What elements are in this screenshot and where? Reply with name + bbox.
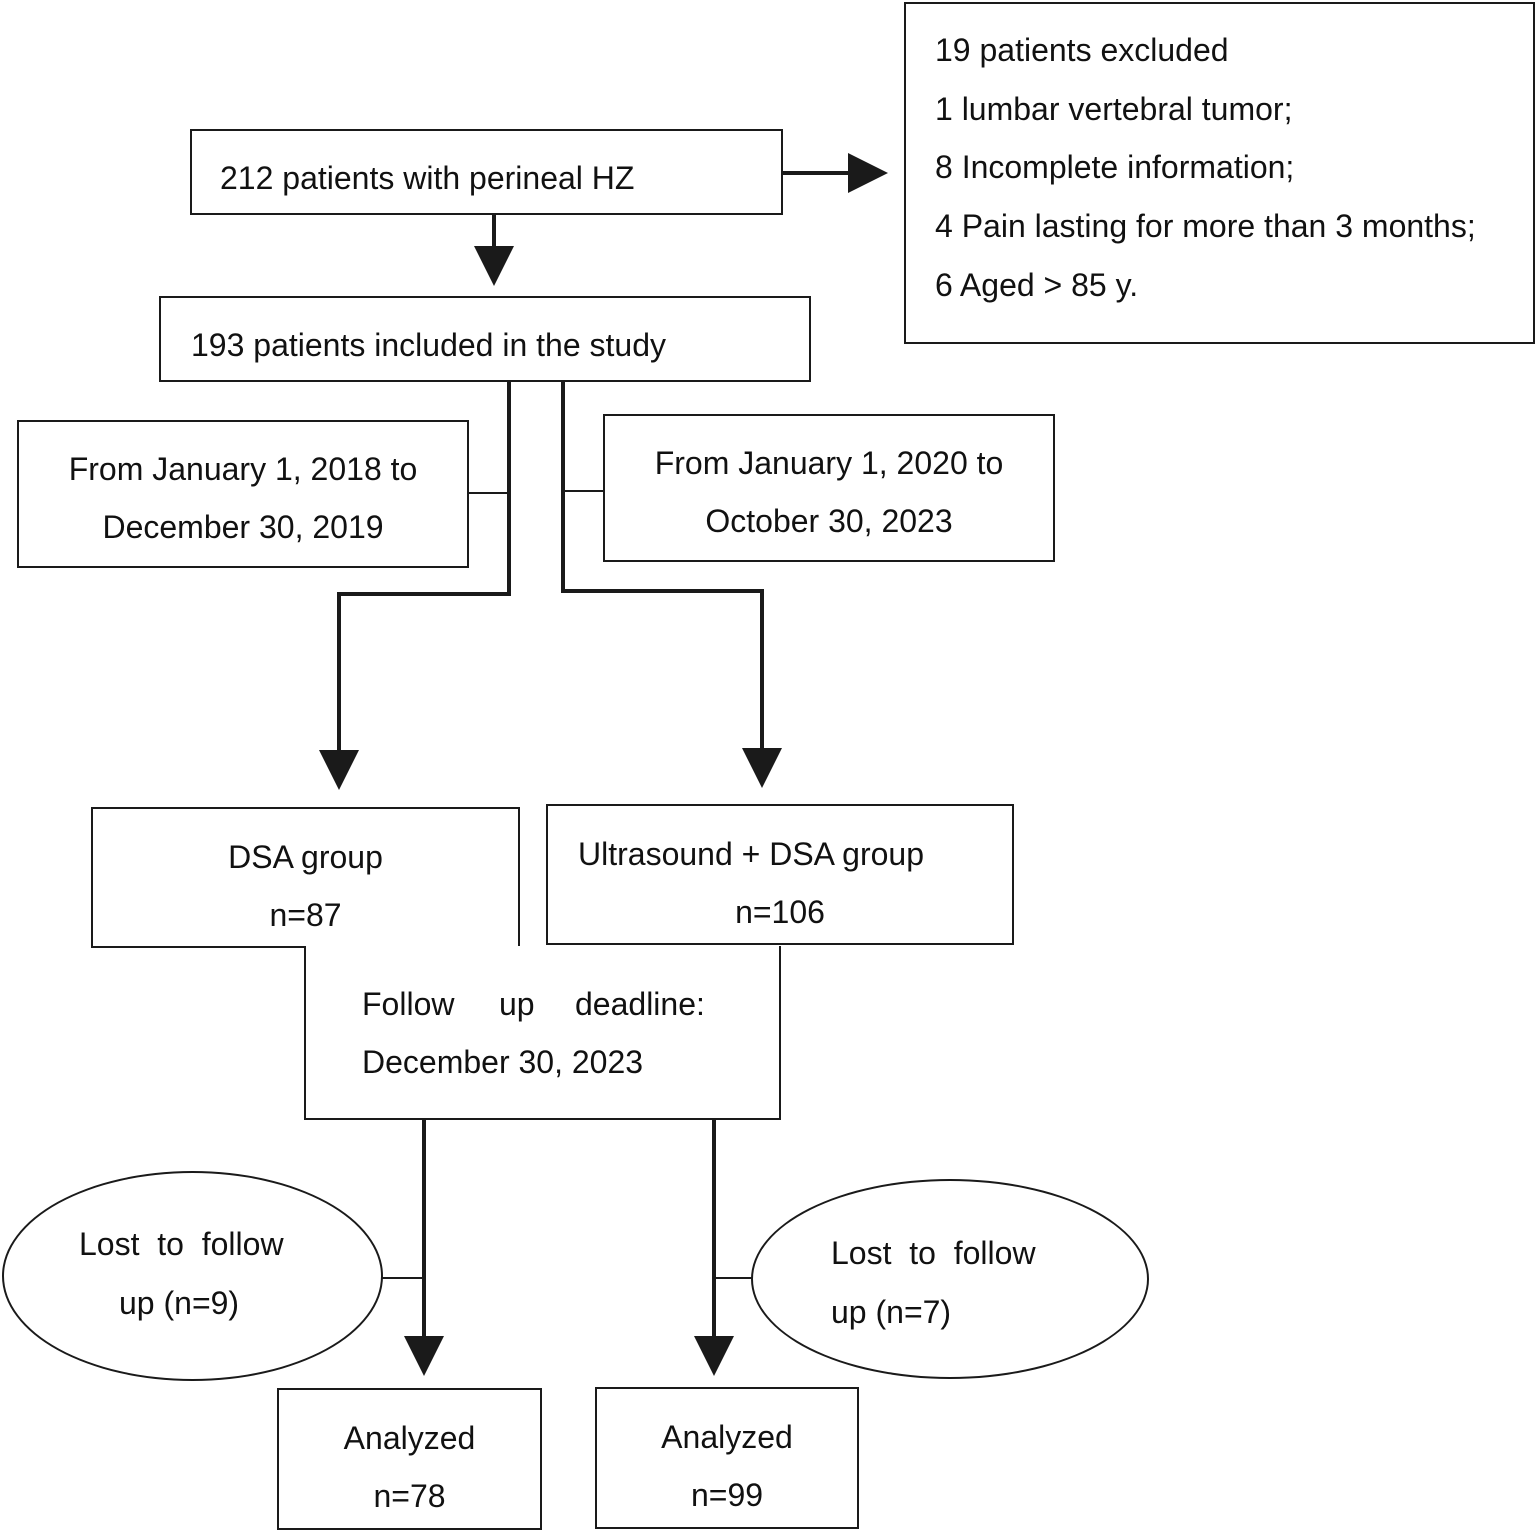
lost-b-node: Lost to follow up (n=7) bbox=[751, 1179, 1149, 1379]
arrow-included-to-dsa bbox=[319, 381, 511, 790]
dsa-group-count: n=87 bbox=[269, 897, 342, 933]
included-node: 193 patients included in the study bbox=[159, 296, 811, 382]
lost-b-line1: Lost to follow bbox=[831, 1235, 1036, 1271]
analyzed-a-node: Analyzed n=78 bbox=[277, 1388, 542, 1530]
follow-up-word: deadline: bbox=[575, 986, 705, 1022]
excluded-node: 19 patients excluded 1 lumbar vertebral … bbox=[904, 2, 1535, 344]
dsa-group-label: DSA group bbox=[228, 839, 383, 875]
period-b-line2: October 30, 2023 bbox=[705, 503, 953, 539]
included-label: 193 patients included in the study bbox=[191, 327, 666, 363]
period-b-node: From January 1, 2020 to October 30, 2023 bbox=[603, 414, 1055, 562]
us-dsa-group-node: Ultrasound + DSA group n=106 bbox=[546, 804, 1014, 945]
excluded-reason: 1 lumbar vertebral tumor; bbox=[935, 91, 1293, 127]
arrow-included-to-us-dsa bbox=[561, 381, 782, 788]
follow-up-node: Follow up deadline: December 30, 2023 bbox=[304, 946, 781, 1120]
period-a-node: From January 1, 2018 to December 30, 201… bbox=[17, 420, 469, 568]
us-dsa-group-label: Ultrasound + DSA group bbox=[578, 836, 924, 872]
analyzed-a-count: n=78 bbox=[373, 1478, 446, 1514]
follow-up-date: December 30, 2023 bbox=[362, 1044, 644, 1080]
analyzed-b-node: Analyzed n=99 bbox=[595, 1387, 859, 1529]
analyzed-a-label: Analyzed bbox=[343, 1420, 476, 1456]
excluded-reason: 8 Incomplete information; bbox=[935, 149, 1295, 185]
excluded-reason: 4 Pain lasting for more than 3 months; bbox=[935, 208, 1476, 244]
period-a-line2: December 30, 2019 bbox=[102, 509, 384, 545]
lost-b-line2: up (n=7) bbox=[831, 1294, 952, 1330]
lost-a-line1: Lost to follow bbox=[79, 1226, 284, 1262]
follow-up-word: up bbox=[499, 986, 535, 1022]
lost-a-line2: up (n=9) bbox=[119, 1285, 240, 1321]
us-dsa-group-count: n=106 bbox=[735, 894, 825, 930]
dsa-group-node: DSA group n=87 bbox=[91, 807, 520, 948]
analyzed-b-count: n=99 bbox=[690, 1477, 764, 1513]
lost-a-node: Lost to follow up (n=9) bbox=[2, 1171, 383, 1381]
follow-up-word: Follow bbox=[362, 986, 455, 1022]
start-node: 212 patients with perineal HZ bbox=[190, 129, 783, 215]
period-b-line1: From January 1, 2020 to bbox=[654, 445, 1004, 481]
period-a-line1: From January 1, 2018 to bbox=[68, 451, 418, 487]
analyzed-b-label: Analyzed bbox=[661, 1419, 793, 1455]
excluded-reason: 6 Aged > 85 y. bbox=[935, 267, 1139, 303]
start-label: 212 patients with perineal HZ bbox=[220, 160, 635, 196]
excluded-title: 19 patients excluded bbox=[935, 32, 1229, 68]
